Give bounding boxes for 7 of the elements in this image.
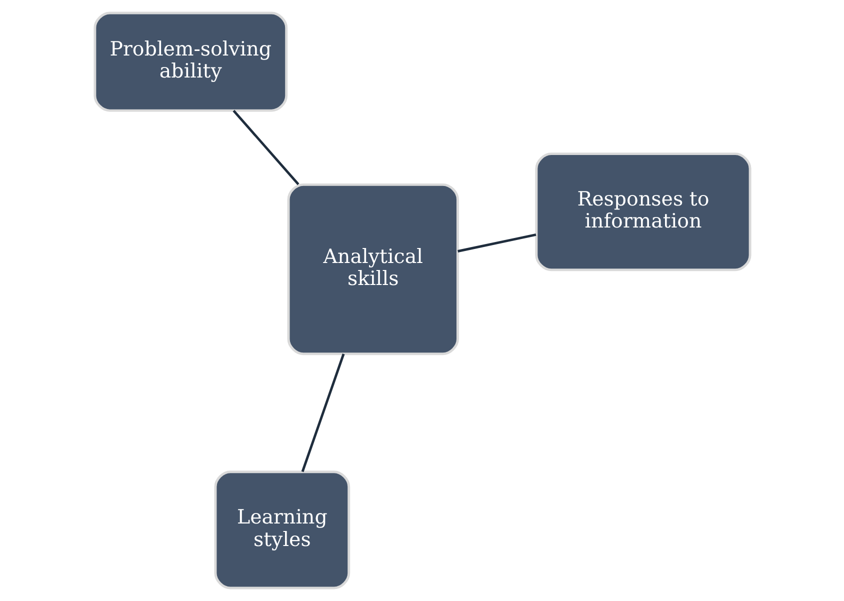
connector [232, 110, 299, 186]
node-box: Responses to information [534, 152, 751, 272]
node-box: Learning styles [214, 470, 350, 590]
connector [300, 354, 344, 472]
connector [457, 233, 536, 252]
node-box: Analytical skills [286, 183, 458, 356]
node-box: Problem-solving ability [93, 12, 288, 112]
